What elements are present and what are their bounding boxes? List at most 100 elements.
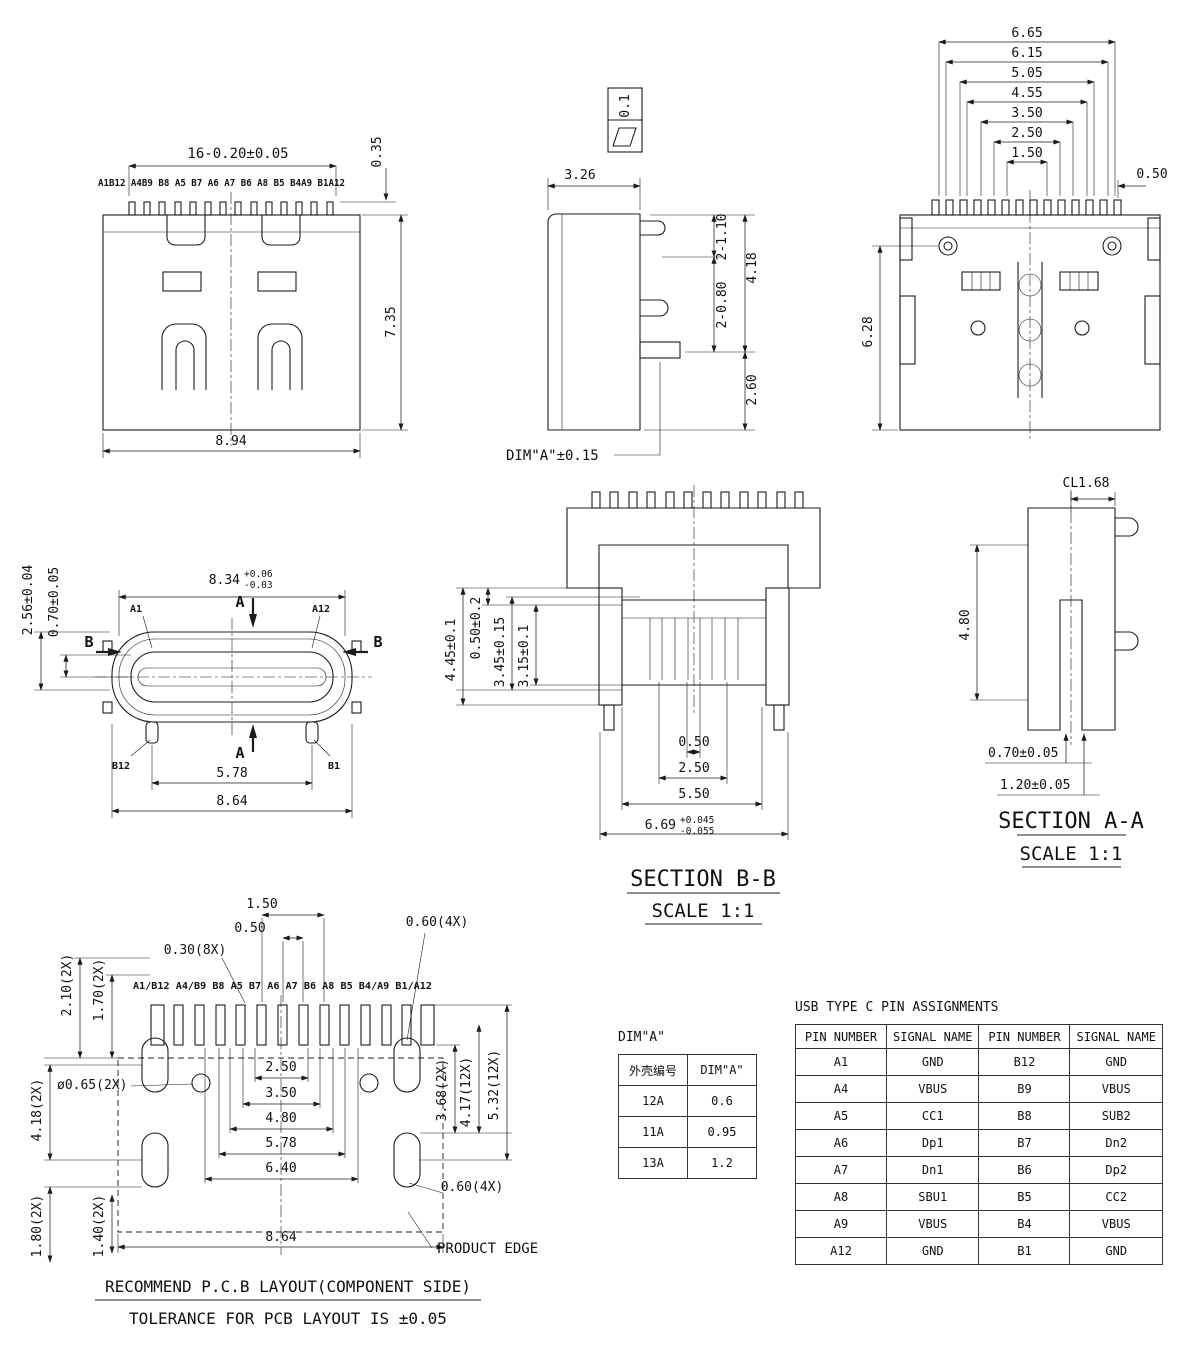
dim-350: 3.50 (1011, 106, 1042, 121)
front-view: 16-0.20±0.05 A1B12 A4B9 B8 A5 B7 A6 A7 B… (98, 136, 408, 458)
dim-050-tol: 0.50±0.2 (469, 597, 484, 660)
section-mark-b-left: B (84, 633, 93, 651)
pin-cell: B4 (978, 1210, 1071, 1238)
pin-cell: SBU1 (885, 1183, 980, 1211)
dim-rear-050: 0.50 (1136, 167, 1167, 182)
pin-cell: Dp1 (885, 1129, 980, 1157)
pin-cell: B5 (978, 1183, 1071, 1211)
pin-cell: GND (1069, 1048, 1163, 1076)
dim-834: 8.34 (209, 573, 240, 588)
dim-256: 2.56±0.04 (21, 565, 36, 636)
pin-number-header: PIN NUMBER (978, 1024, 1071, 1049)
dim-pcb-532: 5.32(12X) (487, 1050, 502, 1120)
shell-number-cell: 12A (618, 1085, 688, 1117)
dim-front-height: 7.35 (384, 306, 399, 337)
pin-row: A5 CC1 B8 SUB2 (795, 1102, 1163, 1130)
pin-cell: CC1 (885, 1102, 980, 1130)
pin-cell: B12 (978, 1048, 1071, 1076)
dim-250: 2.50 (1011, 126, 1042, 141)
pcb-pin-labels: A1/B12 A4/B9 B8 A5 B7 A6 A7 B6 A8 B5 B4/… (133, 981, 432, 992)
dim-345: 3.45±0.15 (493, 617, 508, 687)
dim-top-578: 5.78 (216, 766, 247, 781)
dim-pcb-418: 4.18(2X) (30, 1079, 45, 1142)
product-edge-label: PRODUCT EDGE (437, 1241, 538, 1257)
dim-pcb-180: 1.80(2X) (30, 1195, 45, 1258)
pcb-note-layout: RECOMMEND P.C.B LAYOUT(COMPONENT SIDE) (105, 1277, 471, 1296)
signal-name-header: SIGNAL NAME (885, 1024, 980, 1049)
pin-cell: A5 (795, 1102, 887, 1130)
pin-cell: B6 (978, 1156, 1071, 1184)
dim-top-864: 8.64 (216, 794, 247, 809)
section-mark-b-right: B (373, 633, 382, 651)
section-bb-view: 4.45±0.1 0.50±0.2 3.45±0.15 3.15±0.1 0.5… (444, 485, 821, 925)
dim-pcb-480: 4.80 (265, 1111, 296, 1126)
pin-cell: GND (885, 1237, 980, 1265)
dim-pcb-hole: ø0.65(2X) (57, 1078, 127, 1093)
pin-row: A1 GND B12 GND (795, 1048, 1163, 1076)
section-mark-a-bottom: A (235, 744, 244, 762)
dim-pcb-864: 8.64 (265, 1230, 296, 1245)
pin-row: A4 VBUS B9 VBUS (795, 1075, 1163, 1103)
dim-315: 3.15±0.1 (517, 625, 532, 688)
pcb-note-tolerance: TOLERANCE FOR PCB LAYOUT IS ±0.05 (129, 1309, 447, 1328)
pin-cell: CC2 (1069, 1183, 1163, 1211)
front-pin-labels: A1B12 A4B9 B8 A5 B7 A6 A7 B6 A8 B5 B4A9 … (98, 178, 345, 189)
dim-bb-669: 6.69 (645, 818, 676, 833)
pin-cell: GND (885, 1048, 980, 1076)
pin-row: A6 Dp1 B7 Dn2 (795, 1129, 1163, 1157)
pin-cell: A8 (795, 1183, 887, 1211)
dim-aa-070: 0.70±0.05 (988, 746, 1058, 761)
section-mark-a-top: A (235, 593, 244, 611)
dim-mid-pins: 2-0.80 (715, 282, 730, 329)
signal-name-header: SIGNAL NAME (1069, 1024, 1163, 1049)
pin-cell: GND (1069, 1237, 1163, 1265)
dim-pcb-060-top: 0.60(4X) (406, 915, 469, 930)
dim-front-width: 8.94 (215, 434, 246, 449)
section-aa-scale: SCALE 1:1 (1020, 843, 1123, 865)
pin-table-title: USB TYPE C PIN ASSIGNMENTS (795, 1000, 999, 1015)
pin-cell: B8 (978, 1102, 1071, 1130)
shell-number-cell: 13A (618, 1147, 688, 1179)
dim-pcb-210: 2.10(2X) (60, 954, 75, 1017)
pin-number-header: PIN NUMBER (795, 1024, 887, 1049)
dim-a-note: DIM"A"±0.15 (506, 448, 599, 464)
dim-a-value-cell: 0.6 (687, 1085, 757, 1117)
dim-aa-120: 1.20±0.05 (1000, 778, 1070, 793)
dim-a-value-cell: 0.95 (687, 1116, 757, 1148)
pin-cell: A12 (795, 1237, 887, 1265)
pin-cell: B7 (978, 1129, 1071, 1157)
dim-a-row: 11A 0.95 (618, 1116, 757, 1148)
dim-aa-480: 4.80 (958, 609, 973, 640)
label-b12: B12 (112, 761, 130, 772)
dim-pin-pitch: 16-0.20±0.05 (187, 146, 288, 162)
pin-row: A9 VBUS B4 VBUS (795, 1210, 1163, 1238)
dim-pcb-030: 0.30(8X) (164, 943, 227, 958)
label-a12: A12 (312, 604, 330, 615)
dim-pcb-417: 4.17(12X) (459, 1057, 474, 1127)
dim-top-pins: 2-1.10 (715, 214, 730, 261)
pin-assignment-block: USB TYPE C PIN ASSIGNMENTS PIN NUMBER SI… (795, 1000, 1163, 1265)
label-b1: B1 (328, 761, 340, 772)
pin-row: A7 Dn1 B6 Dp2 (795, 1156, 1163, 1184)
dim-pcb-350: 3.50 (265, 1086, 296, 1101)
dim-a-table: 外壳编号 DIM"A" 12A 0.6 11A 0.95 13A 1.2 (618, 1054, 757, 1179)
dim-cl168: CL1.68 (1063, 476, 1110, 491)
section-aa-title: SECTION A-A (998, 809, 1144, 834)
section-bb-title: SECTION B-B (630, 867, 776, 892)
pin-cell: A9 (795, 1210, 887, 1238)
dim-a-table-block: DIM"A" 外壳编号 DIM"A" 12A 0.6 11A 0.95 13A … (618, 1030, 757, 1179)
dim-a-header-dim: DIM"A" (687, 1054, 757, 1086)
pin-cell: A1 (795, 1048, 887, 1076)
dim-a-header-shell: 外壳编号 (618, 1054, 688, 1086)
pin-cell: Dn1 (885, 1156, 980, 1184)
dim-pcb-140: 1.40(2X) (92, 1195, 107, 1258)
pin-row: A8 SBU1 B5 CC2 (795, 1183, 1163, 1211)
dim-505: 5.05 (1011, 66, 1042, 81)
dim-pcb-250: 2.50 (265, 1060, 296, 1075)
dim-bb-669-tol-plus: +0.045 (680, 815, 714, 826)
dim-a-row: 12A 0.6 (618, 1085, 757, 1117)
dim-834-tol-plus: +0.06 (244, 569, 273, 580)
section-aa-view: CL1.68 4.80 0.70±0.05 1.20±0.05 SECTION … (958, 476, 1144, 868)
flatness-value: 0.1 (618, 94, 633, 117)
